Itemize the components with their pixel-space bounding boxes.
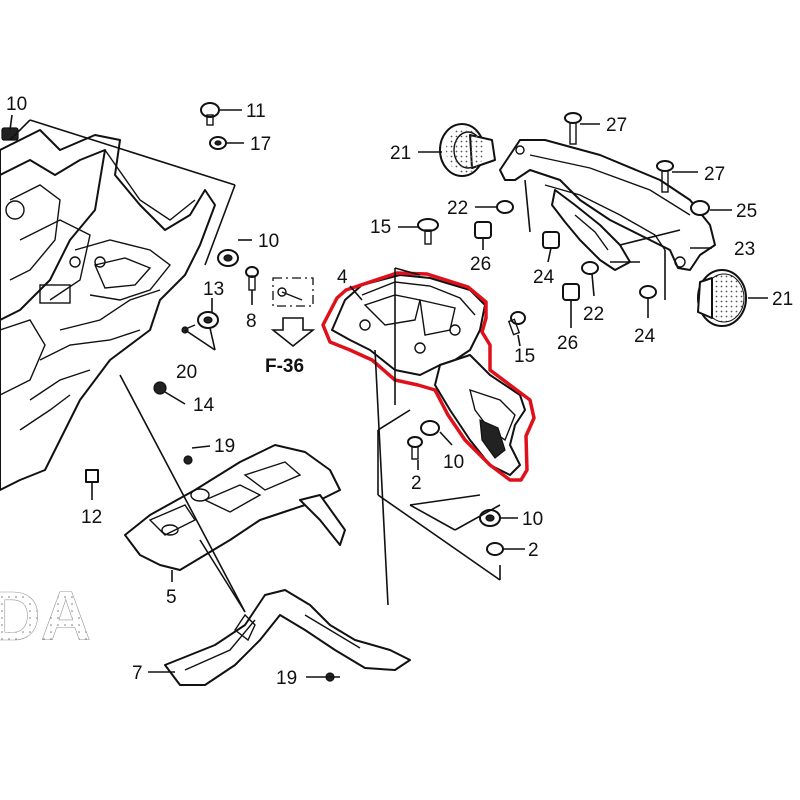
callout-23: 23	[734, 239, 755, 260]
callout-labels: 10 11 17 10 13 8 20 14 12 19 5 7 19 4 15…	[6, 94, 793, 689]
callout-12: 12	[81, 507, 102, 528]
callout-10: 10	[6, 94, 27, 115]
rear-fender-5	[124, 444, 346, 571]
reflector-bracket-23	[499, 139, 716, 271]
callout-5: 5	[166, 587, 177, 608]
callout-19: 19	[276, 668, 297, 689]
callout-25: 25	[736, 201, 757, 222]
callout-20: 20	[176, 362, 197, 383]
callout-7: 7	[132, 663, 143, 684]
callout-8: 8	[246, 311, 257, 332]
callout-15: 15	[514, 346, 535, 367]
highlight-outline	[321, 271, 536, 482]
callout-10: 10	[443, 452, 464, 473]
license-bracket-4	[321, 271, 536, 482]
callout-26: 26	[557, 333, 578, 354]
callout-14: 14	[193, 395, 215, 416]
reflector-left-21	[439, 123, 496, 177]
callout-27: 27	[606, 115, 627, 136]
reference-arrow	[270, 317, 316, 348]
callout-2: 2	[411, 473, 422, 494]
callout-10: 10	[522, 509, 543, 530]
callout-13: 13	[203, 279, 224, 300]
callout-24: 24	[634, 326, 656, 347]
reflector-right-21	[697, 269, 747, 327]
callout-21: 21	[390, 143, 411, 164]
callout-27: 27	[704, 164, 725, 185]
callout-2: 2	[528, 540, 539, 561]
callout-4: 4	[337, 267, 348, 288]
reference-label: F-36	[265, 356, 304, 377]
callout-21: 21	[772, 289, 793, 310]
hardware-fasteners	[1, 102, 710, 682]
callout-15: 15	[370, 217, 391, 238]
rear-frame-assembly	[0, 129, 216, 491]
watermark-text: DA	[0, 577, 91, 655]
leader-lines	[9, 109, 768, 678]
callout-10: 10	[258, 231, 279, 252]
callout-11: 11	[246, 101, 266, 122]
callout-17: 17	[250, 134, 271, 155]
callout-26: 26	[470, 254, 491, 275]
callout-22: 22	[583, 304, 604, 325]
callout-19: 19	[214, 436, 235, 457]
splash-guard-7	[164, 589, 411, 686]
callout-24: 24	[533, 267, 555, 288]
callout-22: 22	[447, 198, 468, 219]
